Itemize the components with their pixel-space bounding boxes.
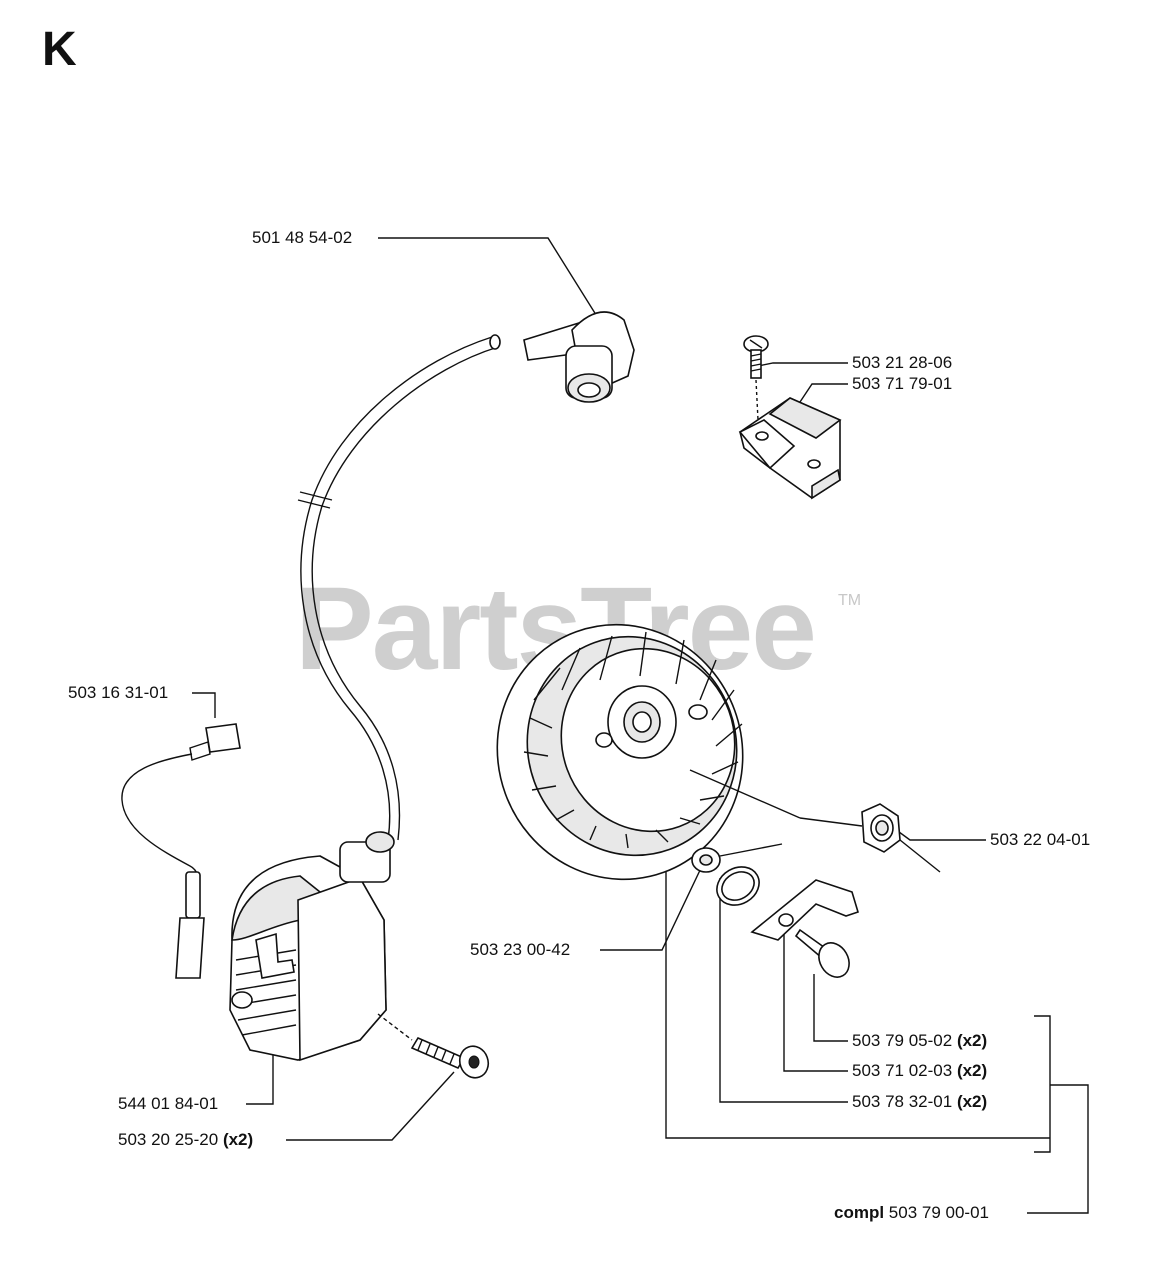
coil-screw-icon [377,1013,490,1079]
section-letter: K [42,23,77,76]
part-quantity: (x2) [956,1061,988,1080]
spring-icon [716,866,760,906]
part-label-terminal: 503 16 31-01 [68,683,168,703]
ignition-module-icon [738,397,842,500]
part-number: 503 79 05-02 [852,1031,953,1050]
leader-compl [1027,1084,1089,1214]
leader-flywheel [665,860,1050,1139]
flywheel-icon [496,623,801,881]
part-number: 503 22 04-01 [990,830,1091,849]
leader-washer [600,865,703,951]
part-label-flywheel-complete: compl 503 79 00-01 [834,1203,989,1223]
part-label-spark-cap: 501 48 54-02 [252,228,352,248]
part-label-pawl-plate: 503 71 02-03 (x2) [852,1061,987,1081]
leader-terminal [192,692,216,718]
part-number: 503 16 31-01 [68,683,169,702]
watermark-trademark: TM [838,592,862,609]
part-number: 503 79 00-01 [888,1203,989,1222]
ignition-lead-icon [297,334,501,841]
part-quantity: (x2) [956,1092,988,1111]
leader-module [799,383,848,403]
washer-icon [691,843,783,873]
pin-icon [794,928,850,978]
part-number: 503 78 32-01 [852,1092,953,1111]
leader-pin [813,974,848,1042]
small-screw-icon [743,335,769,421]
leader-spark-cap [378,237,599,319]
terminal-wire-icon [121,723,241,979]
part-number: 503 71 02-03 [852,1061,953,1080]
nut-icon [799,803,941,873]
part-label-coil-screw: 503 20 25-20 (x2) [118,1130,253,1150]
part-label-washer: 503 23 00-42 [470,940,570,960]
spark-plug-cap-icon [523,311,635,403]
leader-plate [783,922,848,1072]
part-number: 503 21 28-06 [852,353,953,372]
part-number: 501 48 54-02 [252,228,353,247]
leader-screw-small [757,362,848,367]
part-quantity: (x2) [956,1031,988,1050]
part-number: 503 20 25-20 [118,1130,219,1149]
part-label-ignition-coil: 544 01 84-01 [118,1094,218,1114]
part-label-ignition-module: 503 71 79-01 [852,374,952,394]
ignition-coil-icon [229,831,395,1062]
part-label-small-screw: 503 21 28-06 [852,353,952,373]
leader-spring [719,878,848,1103]
part-label-spring: 503 78 32-01 (x2) [852,1092,987,1112]
part-prefix: compl [834,1203,885,1222]
part-number: 503 23 00-42 [470,940,571,959]
part-number: 503 71 79-01 [852,374,953,393]
part-number: 544 01 84-01 [118,1094,219,1113]
leader-coil-screw [286,1071,455,1141]
leader-coil [246,1040,274,1105]
part-label-pin: 503 79 05-02 (x2) [852,1031,987,1051]
part-quantity: (x2) [222,1130,254,1149]
part-label-nut: 503 22 04-01 [990,830,1090,850]
pawl-plate-icon [750,879,859,941]
leader-bracket-inner [1034,1015,1051,1153]
